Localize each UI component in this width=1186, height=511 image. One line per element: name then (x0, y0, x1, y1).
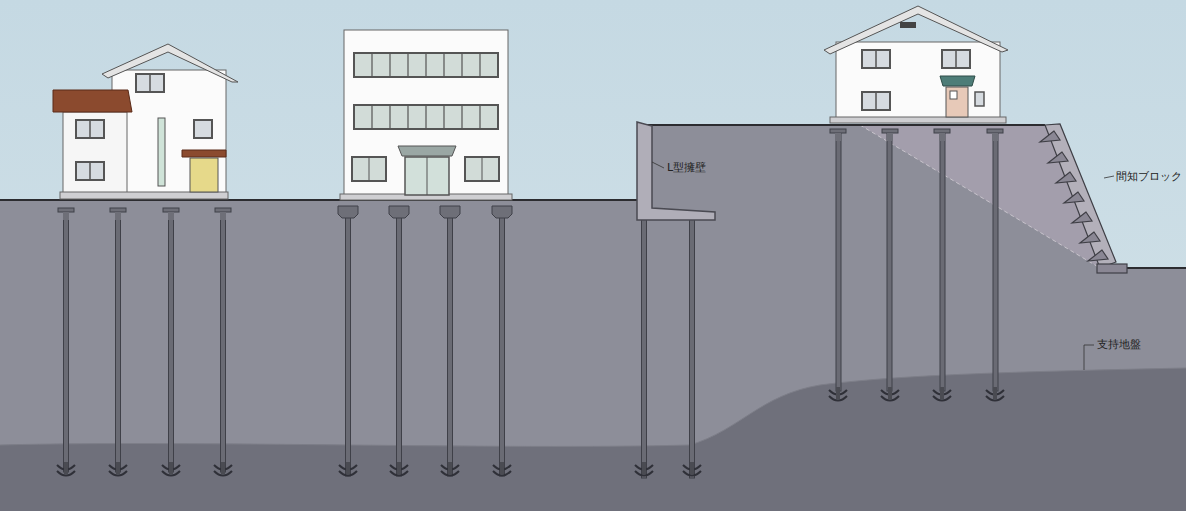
part-label: 支持地盤 (1097, 338, 1141, 351)
part-label: L型擁壁 (667, 161, 706, 174)
part-label: 間知ブロック (1116, 170, 1182, 183)
